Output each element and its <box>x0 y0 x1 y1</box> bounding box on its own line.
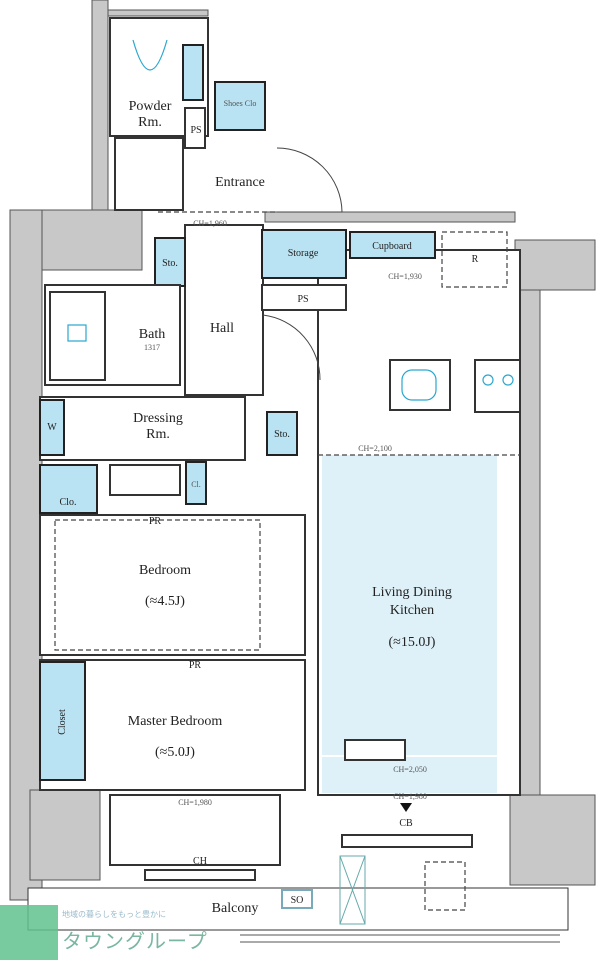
floor-heating-unit <box>344 739 406 761</box>
hall-storage-small <box>154 237 186 287</box>
ldk-floor <box>322 455 497 755</box>
master-bedroom-label: Master Bedroom <box>128 714 223 729</box>
ps-label: PS <box>297 294 308 305</box>
hall-sto-label: Sto. <box>162 258 178 269</box>
master-window[interactable] <box>144 869 256 881</box>
burner-icon <box>502 374 514 386</box>
bedroom-label: Bedroom <box>139 563 191 578</box>
pr-label: PR <box>149 516 162 527</box>
logo-tagline: 地域の暮らしをもっと豊かに <box>62 910 166 919</box>
refrigerator-label: R <box>472 254 479 265</box>
ldk-ch: CH=2,050 <box>393 765 427 774</box>
entrance-door[interactable] <box>276 147 343 213</box>
closet-cl <box>185 461 207 505</box>
exterior-walls <box>9 0 596 901</box>
ladder-space <box>424 861 466 911</box>
dressing-label: Dressing <box>133 411 183 426</box>
company-logo: 地域の暮らしをもっと豊かに タウングループ <box>0 905 250 960</box>
ps-top-label: PS <box>190 125 201 136</box>
pr2-label: PR <box>189 660 202 671</box>
shoes-closet <box>214 81 266 131</box>
evacuation-hatch <box>339 855 366 925</box>
cupboard-label: Cupboard <box>372 241 411 252</box>
cupboard-ch: CH=1,930 <box>388 272 422 281</box>
refrigerator-space <box>441 231 508 288</box>
cl-label: Cl. <box>191 480 201 489</box>
bedroom-ceiling-line <box>54 519 261 651</box>
master-closet <box>39 661 86 781</box>
ldk-floor-lower <box>322 757 497 793</box>
storage-label: Storage <box>288 248 319 259</box>
logo-mark <box>0 905 58 960</box>
ldk-ch-bottom: CH=1,980 <box>393 792 427 801</box>
kitchen-ch: CH=2,100 <box>358 444 392 453</box>
outdoor-unit <box>281 889 313 909</box>
powder-room-label-2: Rm. <box>138 115 162 130</box>
washer-label: W <box>47 422 57 433</box>
pipe-space <box>261 284 347 311</box>
hall <box>184 224 264 396</box>
master-bedroom-size: (≈5.0J) <box>155 745 195 760</box>
cb-label: CB <box>399 818 413 829</box>
vanity <box>109 464 181 496</box>
bath-size: 1317 <box>144 343 160 352</box>
closet-label: Closet <box>57 709 68 735</box>
clo-label: Clo. <box>60 497 77 508</box>
ldk-label: Living Dining <box>372 585 452 600</box>
kitchen-sink <box>389 359 451 411</box>
logo-name: タウングループ <box>62 929 208 953</box>
bath-label: Bath <box>139 327 165 342</box>
bedroom-size: (≈4.5J) <box>145 594 185 609</box>
ldk-sto-label: Sto. <box>274 429 290 440</box>
burner-icon <box>482 374 494 386</box>
powder-room-label: Powder <box>129 99 172 114</box>
master-window-bay <box>109 794 281 866</box>
cb-marker-icon <box>400 803 412 812</box>
toilet-icon <box>132 39 168 71</box>
ldk-label-2: Kitchen <box>390 603 434 618</box>
drain-icon <box>67 324 87 342</box>
ch-label-master: CH <box>193 856 207 867</box>
ldk-window[interactable] <box>341 834 473 848</box>
balcony-label: Balcony <box>212 901 259 916</box>
cupboard <box>349 231 436 259</box>
master-ch: CH=1,980 <box>178 798 212 807</box>
hall-ch: CH=1,960 <box>193 219 227 228</box>
storage <box>261 229 347 279</box>
closet-clo <box>39 464 98 514</box>
hall-label: Hall <box>210 321 234 336</box>
shoes-closet-label: Shoes Clo <box>224 99 257 108</box>
powder-cabinet <box>182 44 204 101</box>
ps-top <box>184 107 206 149</box>
dressing-room <box>39 396 246 461</box>
sink-icon <box>401 369 437 401</box>
entrance-label: Entrance <box>215 175 265 190</box>
ldk-storage <box>266 411 298 456</box>
cooktop <box>474 359 521 413</box>
so-label: SO <box>291 895 304 906</box>
bedroom <box>39 514 306 656</box>
hall-door[interactable] <box>262 314 321 381</box>
powder-lower <box>114 137 184 211</box>
ldk-size: (≈15.0J) <box>389 635 436 650</box>
bathtub <box>49 291 106 381</box>
washer-space <box>39 399 65 456</box>
dressing-label-2: Rm. <box>146 427 170 442</box>
